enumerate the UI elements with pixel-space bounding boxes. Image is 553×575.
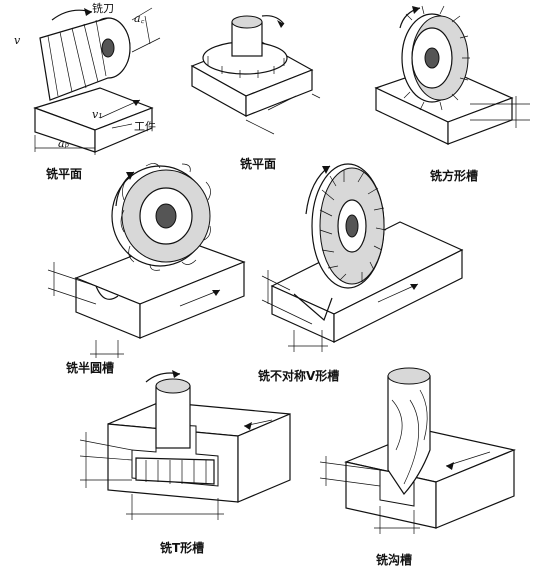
depth-dimension xyxy=(79,432,133,488)
t-cutter-teeth xyxy=(145,460,207,484)
cutter-teeth xyxy=(120,163,211,271)
caption-panel-7: 铣沟槽 xyxy=(376,552,412,567)
feed-line xyxy=(377,283,419,303)
cutter-teeth xyxy=(319,170,387,282)
rotation-arrow-head xyxy=(412,6,420,14)
caption-panel-6: 铣T形槽 xyxy=(160,540,204,555)
arbor-hole xyxy=(345,214,359,238)
workpiece-side xyxy=(435,449,515,529)
rotation-arrow-head xyxy=(172,370,180,378)
caption-panel-4: 铣半圆槽 xyxy=(66,360,114,375)
shank-top xyxy=(155,378,191,394)
shank-top xyxy=(387,367,431,385)
panel-face-milling-2: 铣平面 xyxy=(190,15,321,171)
panel-face-milling-1: 铣刀 v a꜀ v₁ 工件 aₚ 铣平面 xyxy=(14,1,161,181)
workpiece-label: 工件 xyxy=(134,120,156,133)
feed-arrow xyxy=(244,422,252,430)
v-label: v xyxy=(14,34,21,47)
workpiece-side xyxy=(94,107,153,153)
panel-t-slot: 铣T形槽 xyxy=(79,370,291,555)
cutter-shank xyxy=(155,385,191,449)
shank-top xyxy=(231,15,263,29)
workpiece-side xyxy=(237,413,291,503)
arbor-hole xyxy=(155,203,177,229)
cutter-teeth xyxy=(207,56,285,78)
ap-label: aₚ xyxy=(58,137,70,150)
feed-arrow xyxy=(446,462,454,470)
workpiece-side xyxy=(139,261,245,339)
v-groove-profile xyxy=(293,293,333,322)
arbor-hole xyxy=(101,38,115,58)
t-cutter-head xyxy=(135,457,215,485)
workpiece-leader xyxy=(111,123,133,129)
width-dimension xyxy=(126,494,224,520)
ac-label: a꜀ xyxy=(134,12,145,25)
feed-line xyxy=(179,289,221,307)
ap-dimension xyxy=(34,135,96,155)
width-dimension xyxy=(374,506,420,534)
caption-panel-5: 铣不对称V形槽 xyxy=(258,368,339,383)
caption-panel-2: 铣平面 xyxy=(240,156,276,171)
rotation-arrow-head xyxy=(322,166,330,174)
cutter-body xyxy=(39,17,131,101)
tool-label: 铣刀 xyxy=(92,1,114,15)
helical-flutes xyxy=(391,389,428,485)
workpiece-side xyxy=(245,69,313,117)
caption-panel-3: 铣方形槽 xyxy=(430,168,478,183)
rotation-arrow-head xyxy=(126,172,134,180)
cutter-teeth xyxy=(403,5,470,111)
v1-label: v₁ xyxy=(92,108,103,121)
rotation-arrow-head xyxy=(84,8,92,16)
panel-v-groove: 铣不对称V形槽 xyxy=(258,163,464,383)
panel-groove: 铣沟槽 xyxy=(319,367,516,567)
rotation-arrow-head xyxy=(277,20,284,28)
feed-arrow xyxy=(132,100,140,106)
feed-lines xyxy=(245,93,321,135)
panel-half-round-slot: 铣半圆槽 xyxy=(47,163,246,375)
depth-dimension xyxy=(47,262,97,305)
feed-arrow xyxy=(410,284,418,290)
depth-dimension xyxy=(470,96,530,128)
helical-teeth xyxy=(47,19,107,97)
feed-arrow xyxy=(212,290,220,296)
width-dimension xyxy=(288,330,328,352)
arbor-hole xyxy=(424,47,440,69)
half-round-groove xyxy=(95,285,119,300)
depth-dimension xyxy=(319,456,381,487)
width-dimension xyxy=(90,340,124,358)
ac-dimension xyxy=(131,7,161,53)
panel-square-slot: 铣方形槽 xyxy=(374,5,530,183)
workpiece-side xyxy=(333,249,463,343)
caption-panel-1: 铣平面 xyxy=(46,166,82,181)
depth-dimension xyxy=(261,270,313,325)
rotation-arrow xyxy=(261,15,285,25)
end-mill-body xyxy=(387,375,431,495)
feed-line xyxy=(99,99,141,119)
